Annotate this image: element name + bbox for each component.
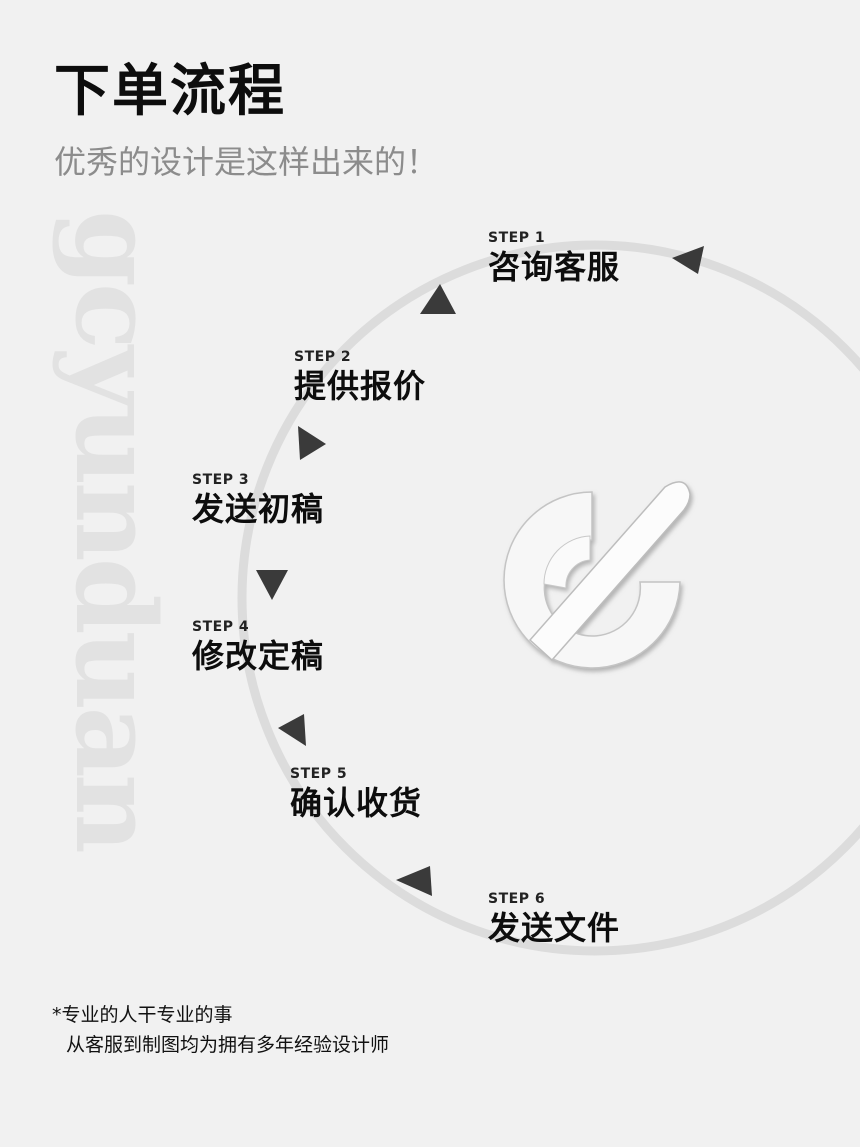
step-name: 咨询客服 — [488, 248, 621, 286]
arrow-icon — [256, 570, 288, 600]
step-label: STEP 6 — [488, 891, 546, 907]
arrow-icon — [278, 714, 306, 746]
page-title: 下单流程 — [54, 59, 286, 124]
step-name: 发送文件 — [488, 909, 621, 947]
step-label: STEP 1 — [488, 230, 546, 246]
step-1: STEP 1 咨询客服 — [488, 231, 620, 283]
step-name: 确认收货 — [290, 784, 423, 822]
brand-logo-icon — [503, 481, 691, 669]
step-3: STEP 3 发送初稿 — [192, 473, 324, 525]
arrow-icon — [396, 866, 432, 896]
footer-note-line2: 从客服到制图均为拥有多年经验设计师 — [66, 1034, 390, 1057]
step-name: 修改定稿 — [192, 637, 325, 675]
step-6: STEP 6 发送文件 — [488, 892, 620, 944]
process-ring-circle — [237, 240, 860, 956]
page-subtitle: 优秀的设计是这样出来的！ — [54, 143, 439, 181]
step-label: STEP 4 — [192, 619, 250, 635]
step-label: STEP 5 — [290, 766, 348, 782]
arrow-icon — [672, 246, 704, 274]
step-name: 提供报价 — [294, 367, 427, 405]
arrow-icon — [420, 284, 456, 314]
background-watermark: gcyunduan — [51, 210, 180, 850]
step-name: 发送初稿 — [192, 490, 325, 528]
step-label: STEP 3 — [192, 472, 250, 488]
step-4: STEP 4 修改定稿 — [192, 620, 324, 672]
step-2: STEP 2 提供报价 — [294, 350, 426, 402]
arrow-icon — [298, 426, 326, 460]
step-5: STEP 5 确认收货 — [290, 767, 422, 819]
footer-note-line1: *专业的人干专业的事 — [52, 1004, 233, 1026]
step-label: STEP 2 — [294, 349, 352, 365]
footer-note: *专业的人干专业的事 从客服到制图均为拥有多年经验设计师 — [52, 1000, 389, 1061]
